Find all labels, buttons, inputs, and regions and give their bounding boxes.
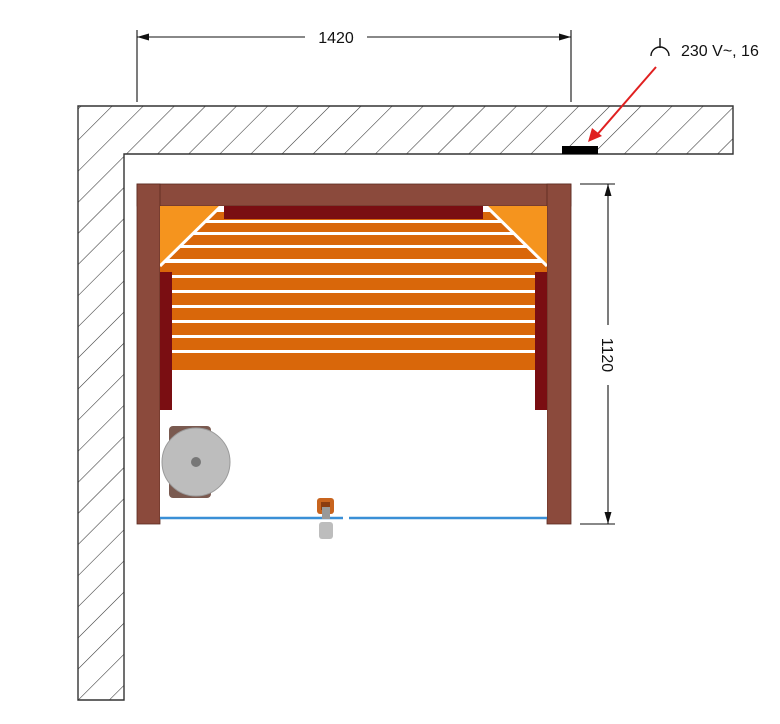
depth-arrow-top	[604, 184, 612, 196]
width-dimension	[136, 30, 572, 102]
backrest-left	[160, 272, 172, 410]
width-arrow-right	[559, 33, 571, 41]
cabin-frame-right	[546, 183, 572, 525]
door-handle-icon	[317, 498, 334, 539]
power-outlet-label: 230 V~, 16	[681, 43, 759, 60]
bench	[160, 206, 547, 370]
cabin-frame-top	[136, 183, 572, 207]
depth-arrow-bottom	[604, 512, 612, 524]
cabin-frame-left	[136, 183, 161, 525]
outlet-pointer-arrow	[588, 66, 657, 142]
power-outlet-box	[562, 146, 598, 154]
room-wall	[77, 105, 734, 701]
backrest-top	[224, 206, 483, 219]
outlet-symbol-icon	[650, 38, 670, 57]
width-dimension-label: 1420	[318, 30, 354, 47]
depth-dimension-label: 1120	[598, 338, 615, 373]
width-arrow-left	[137, 33, 149, 41]
heater-icon	[161, 426, 231, 498]
depth-dimension	[580, 183, 615, 525]
backrest-right	[535, 272, 547, 410]
